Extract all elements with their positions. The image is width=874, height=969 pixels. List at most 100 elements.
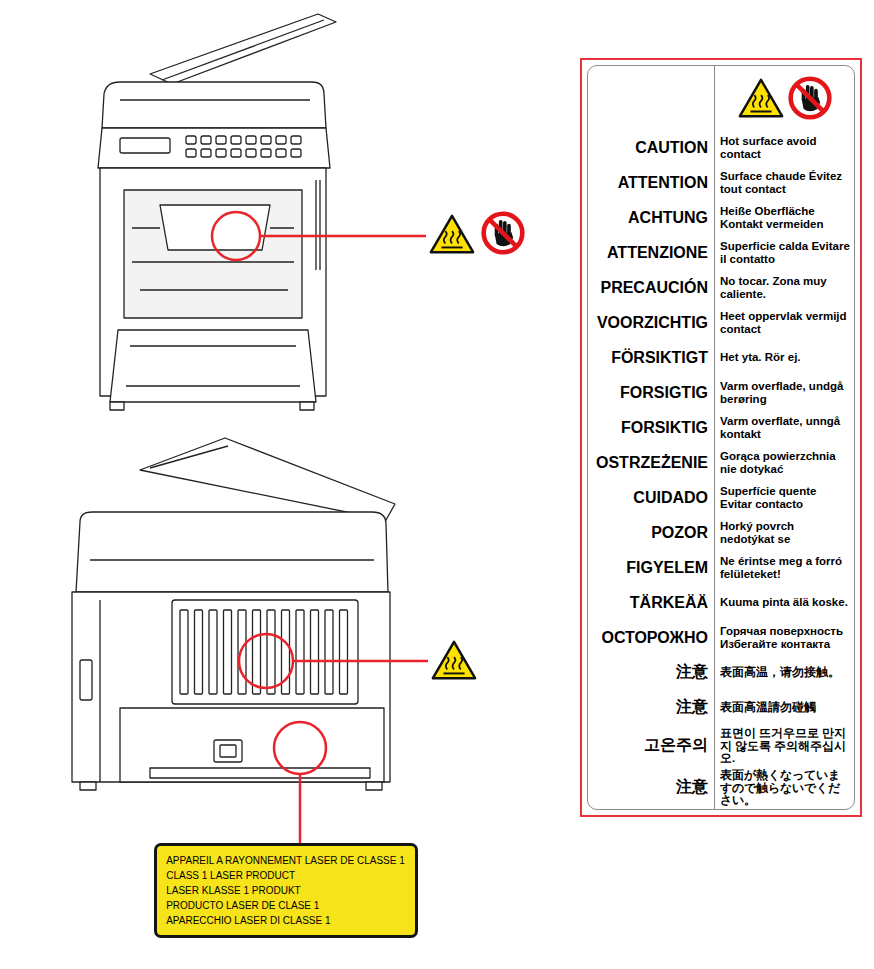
printer-front-view-part-part [246, 136, 256, 144]
printer-rear-view-part-part [253, 610, 261, 694]
warning-message: 表面高温，请勿接触。 [714, 655, 854, 690]
warning-word: VOORZICHTIG [588, 305, 714, 340]
highlight-circle [239, 634, 293, 688]
printer-front-view-part [98, 128, 330, 168]
printer-rear-view-part-part [340, 610, 348, 694]
printer-front-view-part-part [186, 149, 196, 157]
printer-front-view-part [120, 99, 310, 100]
warning-word: FORSIGTIG [588, 375, 714, 410]
warning-message: Heiße Oberfläche Kontakt vermeiden [714, 200, 854, 235]
printer-front-view-part [126, 346, 300, 386]
warning-word: 고온주의 [588, 725, 714, 767]
warning-message: Heet oppervlak vermijd contact [714, 305, 854, 340]
hot-surface-symbol [739, 80, 781, 116]
printer-front-view-part-part [261, 136, 271, 144]
warning-word: 注意 [588, 690, 714, 725]
printer-rear-view-part [150, 446, 228, 468]
printer-front-view-part [102, 82, 326, 128]
printer-front-view-part-part [261, 149, 271, 157]
printer-rear-view-part [90, 559, 374, 560]
printer-front-view-part-part [276, 149, 286, 157]
printer-front-view-part-part [246, 149, 256, 157]
highlight-circle [274, 722, 326, 774]
warning-message: 表面高溫請勿碰觸 [714, 690, 854, 725]
printer-rear-view-part [214, 740, 242, 762]
no-touch-symbol [790, 79, 829, 118]
warning-word: POZOR [588, 515, 714, 550]
printer-front-view-part-part [216, 149, 226, 157]
laser-notice: APARECCHIO LASER DI CLASSE 1 [166, 913, 405, 928]
printer-front-view-part [150, 14, 336, 84]
warning-word: 注意 [588, 655, 714, 690]
printer-rear-view-part-part [195, 610, 203, 694]
warning-word: FIGYELEM [588, 550, 714, 585]
warning-word: ATTENZIONE [588, 235, 714, 270]
printer-front-view-part [186, 136, 301, 157]
warning-word: TÄRKEÄÄ [588, 585, 714, 620]
printer-front-view-part-part [231, 149, 241, 157]
printer-front-view-part-part [186, 136, 196, 144]
warning-message: 表面が熱くなっていますので触らないでください。 [714, 767, 854, 809]
highlight-circle [212, 212, 260, 260]
warning-message: Horký povrch nedotýkat se [714, 515, 854, 550]
printer-rear-view-part [76, 512, 388, 592]
printer-rear-view-part-part [224, 610, 232, 694]
printer-rear-view [72, 438, 395, 790]
printer-front-view-part-part [201, 136, 211, 144]
laser-notice: LASER KLASSE 1 PRODUKT [166, 883, 405, 898]
no-touch-symbol [484, 214, 523, 253]
printer-rear-view-part-part [325, 610, 333, 694]
leader-line [260, 235, 426, 238]
printer-rear-view-part [80, 782, 96, 790]
warning-message: Gorąca powierzchnia nie dotykać [714, 445, 854, 480]
warning-message: Superficie calda Evitare il contatto [714, 235, 854, 270]
printer-front-view-part-part [276, 136, 286, 144]
printer-rear-view-part-part [209, 610, 217, 694]
warning-word: ATTENTION [588, 165, 714, 200]
printer-rear-view-part [366, 782, 382, 790]
printer-rear-view-part [120, 708, 384, 782]
printer-front-view-part [124, 190, 302, 318]
laser-class-label: APPAREIL A RAYONNEMENT LASER DE CLASSE 1… [154, 843, 418, 938]
hot-surface-symbol [431, 216, 473, 252]
printer-rear-view-part [72, 592, 390, 782]
printer-rear-view-part [99, 600, 100, 782]
printer-front-view-part-part [291, 136, 301, 144]
label-frame: CAUTIONHot surface avoid contactATTENTIO… [587, 65, 855, 810]
printer-rear-view-part-part [311, 610, 319, 694]
leader-line [293, 660, 428, 663]
leader-line [299, 774, 302, 843]
warning-word: FORSIKTIG [588, 410, 714, 445]
icon-cell [714, 66, 854, 130]
warning-message: Superfície quente Evitar contacto [714, 480, 854, 515]
printer-rear-view-part-part [238, 610, 246, 694]
printer-rear-view-part [150, 768, 370, 778]
laser-notice: PRODUCTO LASER DE CLASE 1 [166, 898, 405, 913]
printer-front-view-part [300, 402, 314, 410]
warning-word: PRECAUCIÓN [588, 270, 714, 305]
warning-word: CAUTION [588, 130, 714, 165]
printer-front-view-part-part [231, 136, 241, 144]
printer-rear-view-part [220, 745, 236, 757]
warning-message: 표면이 뜨거우므로 만지지 않도록 주의해주십시오. [714, 725, 854, 767]
hot-surface-symbol [433, 642, 475, 678]
printer-front-view-part-part [291, 149, 301, 157]
printer-rear-view-part [180, 610, 348, 694]
printer-rear-view-part-part [296, 610, 304, 694]
printer-front-view-part [110, 330, 316, 402]
caution-label: CAUTIONHot surface avoid contactATTENTIO… [580, 58, 862, 817]
warning-word: ОСТОРОЖНО [588, 620, 714, 655]
warning-word: ACHTUNG [588, 200, 714, 235]
printer-front-view-part [110, 402, 124, 410]
laser-notice: CLASS 1 LASER PRODUCT [166, 868, 405, 883]
warning-word: CUIDADO [588, 480, 714, 515]
warning-message: No tocar. Zona muy caliente. [714, 270, 854, 305]
warning-message: Горячая поверхность Избегайте контакта [714, 620, 854, 655]
printer-rear-view-part-part [267, 610, 275, 694]
warning-message: Kuuma pinta älä koske. [714, 585, 854, 620]
warning-word: FÖRSIKTIGT [588, 340, 714, 375]
warning-message: Varm overflate, unngå kontakt [714, 410, 854, 445]
warning-message: Varm overflade, undgå berøring [714, 375, 854, 410]
blank-cell [588, 66, 714, 130]
